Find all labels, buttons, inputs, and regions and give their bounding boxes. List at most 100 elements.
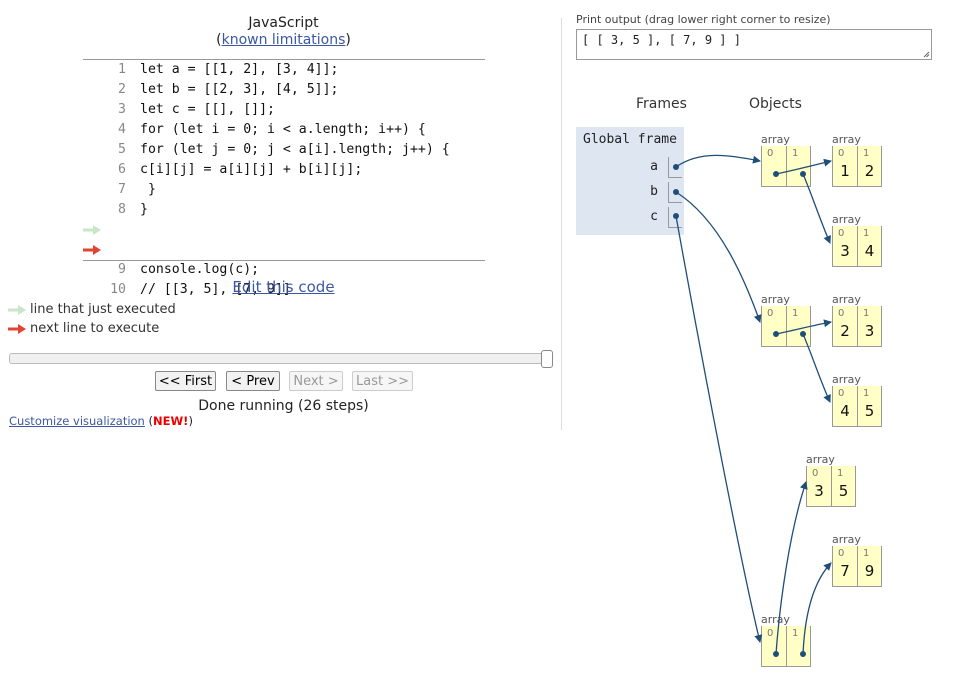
cell-value: 4 <box>864 242 875 260</box>
code-text: let c = [[], []]; <box>140 102 275 117</box>
last-button[interactable]: Last >> <box>352 371 413 391</box>
array-label: array <box>832 133 861 146</box>
cell-index: 0 <box>767 308 774 319</box>
next-line-arrow-icon <box>83 245 101 255</box>
code-text: // [[3, 5], [7, 9]] <box>140 282 291 297</box>
array-label: array <box>806 453 835 466</box>
language-header: JavaScript (known limitations) <box>0 15 567 49</box>
cell-index: 0 <box>838 228 845 239</box>
cell-value: 1 <box>840 162 850 180</box>
paren-open: ( <box>148 414 154 428</box>
array-cell: 1 <box>786 306 811 347</box>
next-line-arrow-icon <box>8 323 26 334</box>
array-label: array <box>832 293 861 306</box>
global-frame <box>576 127 684 235</box>
language-title: JavaScript <box>248 15 319 31</box>
array-object-c: array 0 1 <box>761 613 811 667</box>
array-object-b: array 0 1 <box>761 293 811 347</box>
pointer-c-to-array <box>675 215 763 643</box>
frames-header: Frames <box>636 96 687 112</box>
line-number: 10 <box>110 282 126 297</box>
limitations-line: (known limitations) <box>0 32 567 49</box>
cell-index: 0 <box>838 388 845 399</box>
line-number: 6 <box>118 162 126 177</box>
line-number: 5 <box>118 142 126 157</box>
prev-button[interactable]: < Prev <box>226 371 280 391</box>
print-output-box[interactable]: [ [ 3, 5 ], [ 7, 9 ] ] <box>576 29 932 60</box>
code-line-just-executed: 9 console.log(c); <box>83 220 485 277</box>
code-text: let b = [[2, 3], [4, 5]]; <box>140 82 339 97</box>
step-slider-handle[interactable] <box>541 350 553 368</box>
new-badge: NEW! <box>153 414 189 428</box>
line-number: 9 <box>118 262 126 277</box>
array-label: array <box>761 133 790 146</box>
variable-pointer-c <box>668 207 682 228</box>
cell-value: 9 <box>864 562 875 580</box>
array-label: array <box>761 293 790 306</box>
code-text: for (let j = 0; j < a[i].length; j++) { <box>140 142 450 157</box>
cell-index: 1 <box>863 228 870 239</box>
cell-value: 5 <box>838 482 849 500</box>
line-number: 7 <box>118 182 126 197</box>
code-text: } <box>140 202 148 217</box>
line-number: 3 <box>118 102 126 117</box>
array-label: array <box>761 613 790 626</box>
code-text: console.log(c); <box>140 262 260 277</box>
paren-open: ( <box>216 32 222 48</box>
step-slider-track[interactable] <box>9 353 553 364</box>
code-text: for (let i = 0; i < a.length; i++) { <box>140 122 426 137</box>
code-text: c[i][j] = a[i][j] + b[i][j]; <box>140 162 363 177</box>
array-object-a: array 0 1 <box>761 133 811 187</box>
global-frame-title: Global frame <box>583 132 677 147</box>
code-line: 4 for (let i = 0; i < a.length; i++) { <box>83 120 485 140</box>
cell-value: 3 <box>840 242 850 260</box>
cell-index: 1 <box>792 628 799 639</box>
cell-index: 0 <box>838 308 845 319</box>
pane-divider <box>561 18 562 430</box>
code-line: 7 } <box>83 180 485 200</box>
cell-index: 0 <box>767 628 774 639</box>
customize-link[interactable]: Customize visualization <box>9 414 145 428</box>
pointer-a-to-array <box>675 154 761 168</box>
cell-index: 0 <box>812 468 819 479</box>
cell-value: 2 <box>840 322 850 340</box>
code-line-next: 10 // [[3, 5], [7, 9]] <box>83 240 485 297</box>
cell-index: 1 <box>792 308 799 319</box>
legend-next-line-label: next line to execute <box>30 321 160 336</box>
cell-value: 3 <box>864 322 875 340</box>
variable-name-b: b <box>650 184 658 199</box>
cell-value: 3 <box>814 482 824 500</box>
code-line: 6 c[i][j] = a[i][j] + b[i][j]; <box>83 160 485 180</box>
paren-close: ) <box>345 32 351 48</box>
first-button[interactable]: << First <box>155 371 216 391</box>
line-number: 4 <box>118 122 126 137</box>
next-button[interactable]: Next > <box>289 371 343 391</box>
resize-handle-icon[interactable] <box>923 51 930 58</box>
code-line: 3 let c = [[], []]; <box>83 100 485 120</box>
known-limitations-link[interactable]: known limitations <box>221 32 346 48</box>
paren-close: ) <box>188 414 193 428</box>
edit-code-link[interactable]: Edit this code <box>232 278 335 296</box>
variable-name-a: a <box>650 159 658 174</box>
just-executed-arrow-icon <box>8 304 26 315</box>
array-cell: 0 <box>761 146 786 187</box>
array-label: array <box>832 373 861 386</box>
array-cell: 0 <box>761 626 786 667</box>
line-number: 1 <box>118 62 126 77</box>
cell-index: 1 <box>792 148 799 159</box>
line-number: 8 <box>118 202 126 217</box>
